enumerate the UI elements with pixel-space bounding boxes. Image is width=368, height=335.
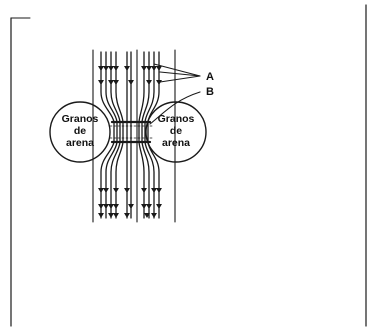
frame xyxy=(11,5,366,326)
grain-left-label-3: arena xyxy=(66,137,94,149)
grain-right-label-3: arena xyxy=(162,137,190,149)
grain-left-label-2: de xyxy=(74,125,86,137)
label-a-group: A xyxy=(154,64,214,83)
grain-left-label-1: Granos xyxy=(62,113,99,125)
label-b: B xyxy=(206,86,214,98)
grain-left: Granos de arena xyxy=(50,102,110,162)
grain-right-label-1: Granos xyxy=(158,113,195,125)
grain-right: Granos de arena xyxy=(146,102,206,162)
outer-lines xyxy=(93,50,175,222)
label-a: A xyxy=(206,71,214,83)
grain-right-label-2: de xyxy=(170,125,182,137)
